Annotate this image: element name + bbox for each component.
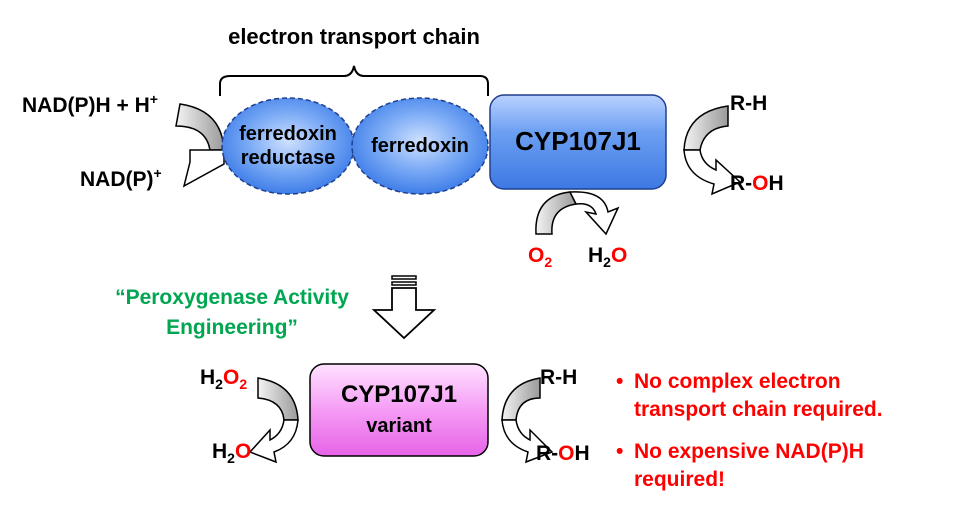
bullet-dot: • [616,370,624,393]
nadp-label: NAD(P)+ [80,165,162,191]
rh-bottom-arrow-head [501,419,554,464]
down-arrow-icon [371,275,437,340]
ferredoxin-label: ferredoxin [371,135,469,157]
nadph-arrow-head [182,149,225,188]
o2-arrow-head [568,191,620,236]
h2o-top-label: H2O [588,244,627,270]
ferredoxin-reductase-label-1: ferredoxin [239,123,337,145]
ferredoxin-oval [351,97,489,195]
roh-bottom-label: R-OH [536,442,590,465]
benefits-list: • No complex electron transport chain re… [616,368,956,494]
benefit-text: No complex electron transport chain requ… [634,370,883,421]
h2o2-arrow-head [248,419,299,464]
o2-curved-arrow [535,191,578,235]
bullet-dot: • [616,440,624,463]
cyp107j1-label: CYP107J1 [515,126,641,156]
nadph-curved-arrow [175,103,225,151]
rh-top-curved-arrow [683,105,729,151]
rh-bottom-curved-arrow [501,377,541,421]
benefit-text: No expensive NAD(P)H required! [634,440,864,491]
benefit-item: • No expensive NAD(P)H required! [616,438,956,494]
etc-label: electron transport chain [228,24,480,49]
h2o-bottom-label: H2O [212,440,251,466]
rh-bottom-label: R-H [540,366,577,389]
rh-top-label: R-H [730,92,767,115]
engineering-label-2: Engineering” [166,316,298,339]
o2-label: O2 [528,244,552,270]
roh-top-label: R-OH [730,172,784,195]
ferredoxin-reductase-label-2: reductase [241,147,336,169]
variant-label-2: variant [366,415,432,437]
rh-top-arrow-head [683,149,742,196]
benefit-item: • No complex electron transport chain re… [616,368,956,424]
etc-bracket [219,65,489,96]
engineering-label-1: “Peroxygenase Activity [115,286,349,309]
ferredoxin-reductase-oval [221,97,355,195]
cyp107j1-variant-box [309,363,489,457]
variant-label-1: CYP107J1 [341,381,457,408]
h2o2-label: H2O2 [200,366,247,392]
cyp107j1-box [489,94,667,190]
nadph-label: NAD(P)H + H+ [22,91,158,117]
nadph-arrow-shaft [176,156,184,186]
h2o2-curved-arrow [257,377,299,421]
